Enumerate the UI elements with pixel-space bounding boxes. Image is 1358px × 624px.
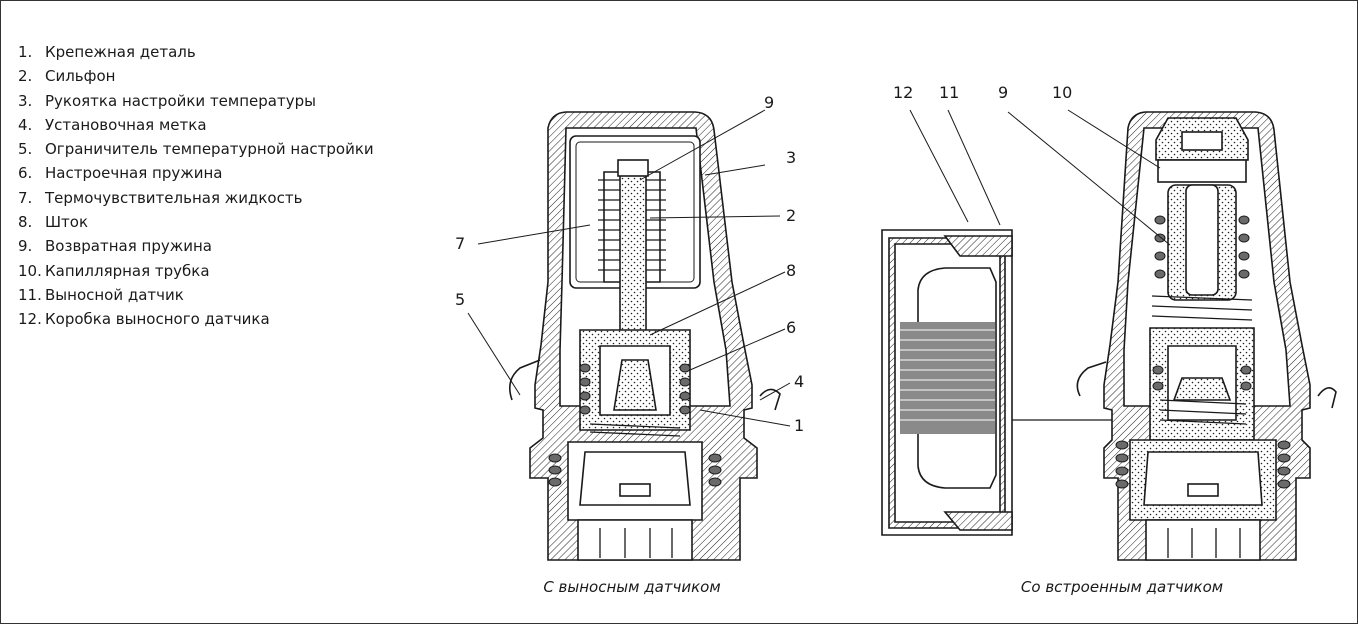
legend-text: Сильфон bbox=[45, 67, 116, 86]
legend-number: 3. bbox=[18, 91, 33, 110]
callout-left-8: 4 bbox=[794, 372, 804, 391]
callout-left-4: 2 bbox=[786, 206, 796, 225]
legend-item: 11.Выносной датчик bbox=[18, 283, 374, 307]
legend-number: 6. bbox=[18, 164, 33, 183]
legend-text: Ограничитель температурной настройки bbox=[45, 140, 374, 159]
legend-number: 12. bbox=[18, 310, 42, 329]
mount-slot bbox=[619, 483, 651, 497]
mount-thread bbox=[548, 453, 722, 487]
builtin-mount-slot bbox=[1187, 483, 1219, 497]
legend-number: 8. bbox=[18, 213, 33, 232]
remote-sensor-box bbox=[881, 229, 1112, 536]
mark-hook bbox=[759, 388, 781, 411]
builtin-bottom-ribs bbox=[1167, 528, 1241, 558]
callout-right-3: 9 bbox=[998, 83, 1008, 102]
legend-item: 9. Возвратная пружина bbox=[18, 234, 374, 258]
mount-bottom-ribs bbox=[599, 528, 673, 558]
legend-item: 8. Шток bbox=[18, 210, 374, 234]
legend-text: Капиллярная трубка bbox=[45, 261, 210, 280]
legend-item: 2. Сильфон bbox=[18, 64, 374, 88]
legend-item: 1. Крепежная деталь bbox=[18, 40, 374, 64]
right-leader-lines bbox=[909, 109, 1171, 246]
lower-spring-turns bbox=[1159, 399, 1247, 425]
return-spring-column bbox=[619, 161, 647, 349]
capillary-connector bbox=[1157, 159, 1247, 183]
legend-number: 11. bbox=[18, 285, 42, 304]
mount-bottom bbox=[577, 519, 693, 561]
legend-text: Коробка выносного датчика bbox=[45, 310, 270, 329]
callout-right-4: 10 bbox=[1052, 83, 1072, 102]
sensor-winding bbox=[900, 322, 995, 434]
caption-remote-sensor: С выносным датчиком bbox=[543, 578, 721, 596]
mount-nut bbox=[579, 451, 691, 506]
legend-item: 3. Рукоятка настройки температуры bbox=[18, 89, 374, 113]
legend-text: Выносной датчик bbox=[45, 285, 184, 304]
leader-lines bbox=[467, 109, 791, 427]
legend-text: Настроечная пружина bbox=[45, 164, 223, 183]
caption-builtin-sensor: Со встроенным датчиком bbox=[1020, 578, 1224, 596]
legend-number: 9. bbox=[18, 237, 33, 256]
spring-turns bbox=[1151, 295, 1253, 321]
parts-legend: 1. Крепежная деталь 2. Сильфон 3. Рукоятка … bbox=[18, 40, 374, 332]
stem bbox=[613, 359, 657, 411]
setting-spring-coils bbox=[579, 363, 691, 415]
legend-number: 7. bbox=[18, 188, 33, 207]
legend-number: 5. bbox=[18, 140, 33, 159]
section-remote-sensor bbox=[467, 109, 791, 561]
spring-cap bbox=[617, 159, 649, 177]
legend-item: 4. Установочная метка bbox=[18, 113, 374, 137]
callout-left-1: 9 bbox=[764, 93, 774, 112]
box-clip-bottom bbox=[943, 511, 1013, 531]
winding-lines bbox=[900, 329, 995, 421]
callout-left-7: 6 bbox=[786, 318, 796, 337]
callout-left-6: 5 bbox=[455, 290, 465, 309]
legend-item: 7. Термочувствительная жидкость bbox=[18, 186, 374, 210]
legend-text: Возвратная пружина bbox=[45, 237, 212, 256]
box-clip-top bbox=[943, 235, 1013, 257]
return-spring-coils bbox=[1154, 215, 1250, 279]
setting-spring-turns bbox=[589, 423, 681, 437]
section-builtin-sensor bbox=[1076, 111, 1337, 561]
setting-spring-coils-right bbox=[1152, 365, 1252, 391]
legend-number: 10. bbox=[18, 261, 42, 280]
callout-left-9: 1 bbox=[794, 416, 804, 435]
callout-right-2: 11 bbox=[939, 83, 959, 102]
builtin-stem bbox=[1172, 377, 1232, 401]
callout-numbers: 9 3 7 2 8 5 6 4 1 12 11 9 10 bbox=[455, 83, 1072, 435]
legend-number: 4. bbox=[18, 115, 33, 134]
legend-text: Крепежная деталь bbox=[45, 43, 196, 61]
legend-number: 2. bbox=[18, 67, 33, 86]
callout-right-1: 12 bbox=[893, 83, 913, 102]
limiter-hook bbox=[509, 359, 541, 401]
builtin-left-hook bbox=[1076, 361, 1107, 397]
legend-text: Шток bbox=[45, 213, 89, 232]
builtin-mount-nut bbox=[1143, 451, 1263, 506]
callout-left-5: 8 bbox=[786, 261, 796, 280]
builtin-right-hook bbox=[1317, 387, 1337, 409]
builtin-bellows-core bbox=[1185, 184, 1219, 296]
legend-item: 6. Настроечная пружина bbox=[18, 161, 374, 185]
legend-text: Рукоятка настройки температуры bbox=[45, 91, 316, 110]
builtin-mount-bottom bbox=[1145, 519, 1261, 561]
top-cap-slot bbox=[1181, 131, 1223, 151]
legend-item: 10.Капиллярная трубка bbox=[18, 259, 374, 283]
legend-item: 5. Ограничитель температурной настройки bbox=[18, 137, 374, 161]
builtin-mount-thread bbox=[1115, 440, 1291, 489]
callout-left-2: 3 bbox=[786, 148, 796, 167]
callout-left-3: 7 bbox=[455, 234, 465, 253]
legend-item: 12.Коробка выносного датчика bbox=[18, 307, 374, 331]
legend-number: 1. bbox=[18, 43, 33, 61]
legend-text: Термочувствительная жидкость bbox=[45, 188, 303, 207]
legend-text: Установочная метка bbox=[45, 115, 207, 134]
